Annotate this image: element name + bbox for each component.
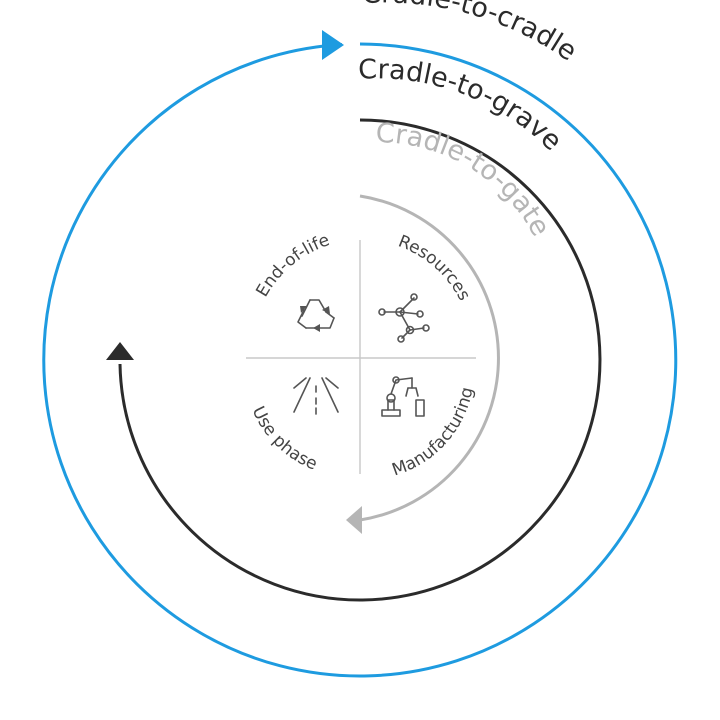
cradle-to-gate-arrowhead [346, 506, 362, 534]
road-icon [293, 377, 339, 415]
use-phase-label: Use phase [248, 403, 320, 474]
network-nodes-icon [378, 293, 430, 343]
cradle-to-grave-arc [118, 118, 602, 602]
resources-label: Resources [395, 232, 474, 305]
cradle-to-cradle-arrowhead [322, 30, 344, 60]
svg-text:Manufacturing: Manufacturing [389, 385, 477, 480]
robot-arm-icon [381, 376, 425, 417]
cradle-to-gate-arc [359, 194, 500, 522]
manufacturing-label: Manufacturing [389, 385, 477, 480]
cradle-to-grave-arrowhead [106, 342, 134, 360]
svg-text:Use phase: Use phase [248, 403, 320, 474]
svg-text:End-of-life: End-of-life [252, 230, 332, 300]
recycle-icon [297, 299, 335, 332]
end-of-life-label: End-of-life [252, 230, 332, 300]
cradle-to-cradle-arc [42, 42, 678, 678]
svg-text:Resources: Resources [395, 232, 474, 305]
